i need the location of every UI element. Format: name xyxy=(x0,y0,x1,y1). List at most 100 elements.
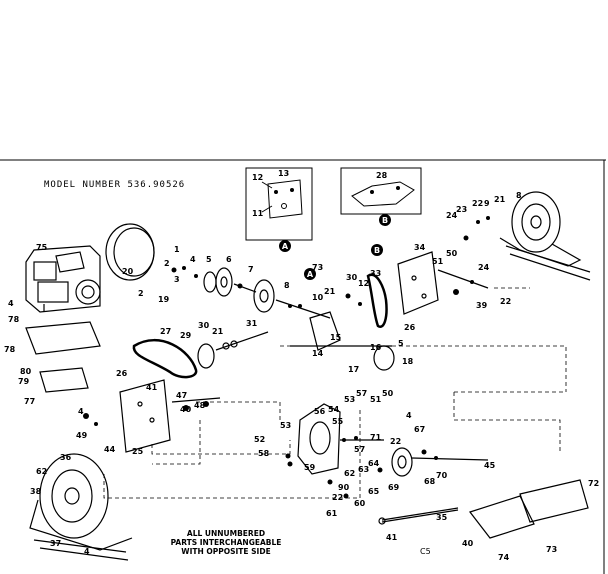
part-label: 16 xyxy=(370,343,382,352)
model-number-label: MODEL NUMBER 536.90526 xyxy=(44,180,185,190)
figure-code: C5 xyxy=(420,547,431,556)
part-label: 72 xyxy=(588,479,599,488)
part-label: 37 xyxy=(50,539,61,548)
part-label: 4 xyxy=(78,407,84,416)
part-label: 73 xyxy=(546,545,557,554)
part-label: 71 xyxy=(370,433,382,442)
part-label: 53 xyxy=(280,421,291,430)
part-label: 63 xyxy=(358,465,369,474)
engine xyxy=(25,245,101,313)
part-label: 18 xyxy=(402,357,414,366)
part-label: 90 xyxy=(338,483,350,492)
part-label: 30 xyxy=(198,321,210,330)
part-label: 53 xyxy=(344,395,355,404)
part-label: 40 xyxy=(180,405,192,414)
part-label: 33 xyxy=(370,269,381,278)
part-label: 22 xyxy=(500,297,511,306)
part-label: 22 xyxy=(472,199,483,208)
part-label: 21 xyxy=(324,287,336,296)
part-label: 5 xyxy=(398,339,404,348)
assembly-guide-lines xyxy=(103,287,567,499)
part-label: 19 xyxy=(158,295,170,304)
callout-b-tag: B xyxy=(371,244,383,256)
note-line: WITH OPPOSITE SIDE xyxy=(181,547,270,556)
part-label: 15 xyxy=(330,333,342,342)
part-label: 38 xyxy=(30,487,42,496)
note-line: PARTS INTERCHANGEABLE xyxy=(171,538,282,547)
left-transmission-plate xyxy=(119,379,221,453)
inset-a-tag: A xyxy=(279,240,291,252)
part-label: 22 xyxy=(390,437,401,446)
svg-text:A: A xyxy=(282,242,289,251)
part-label: 27 xyxy=(160,327,171,336)
callout-a-tag: A xyxy=(304,268,316,280)
part-label: 41 xyxy=(146,383,158,392)
part-label: 8 xyxy=(284,281,290,290)
part-label: 24 xyxy=(478,263,490,272)
inset-b-tag: B xyxy=(379,214,391,226)
part-label: 41 xyxy=(386,533,398,542)
svg-text:A: A xyxy=(307,270,314,279)
part-label: 68 xyxy=(424,477,436,486)
part-label: 62 xyxy=(344,469,355,478)
part-label: 65 xyxy=(368,487,380,496)
part-label: 3 xyxy=(174,275,180,284)
part-label: 36 xyxy=(60,453,72,462)
part-label: 57 xyxy=(356,389,367,398)
part-label: 11 xyxy=(252,209,264,218)
hardware-fasteners xyxy=(83,216,490,499)
part-label: 54 xyxy=(328,405,340,414)
part-label: 44 xyxy=(104,445,116,454)
part-label: 34 xyxy=(414,243,426,252)
part-label: 49 xyxy=(76,431,88,440)
inset-a-box xyxy=(245,167,313,241)
left-plates xyxy=(25,321,101,393)
part-label: 14 xyxy=(312,349,324,358)
part-label: 51 xyxy=(370,395,382,404)
part-label: 21 xyxy=(494,195,506,204)
upper-right-wheel xyxy=(499,191,591,281)
part-label: 50 xyxy=(382,389,394,398)
part-label: 45 xyxy=(484,461,496,470)
part-label: 25 xyxy=(132,447,144,456)
part-label: 64 xyxy=(368,459,380,468)
part-label: 75 xyxy=(36,243,48,252)
svg-text:B: B xyxy=(374,246,380,255)
interchangeable-parts-note: ALL UNNUMBERED PARTS INTERCHANGEABLE WIT… xyxy=(171,529,282,556)
part-label: 50 xyxy=(446,249,458,258)
part-label: 17 xyxy=(348,365,359,374)
part-label: 51 xyxy=(432,257,444,266)
lower-left-wheel xyxy=(29,453,133,561)
part-label: 4 xyxy=(406,411,412,420)
part-label: 80 xyxy=(20,367,32,376)
part-label: 6 xyxy=(226,255,232,264)
part-label: 22 xyxy=(332,493,343,502)
part-label: 12 xyxy=(358,279,369,288)
part-label: 78 xyxy=(8,315,20,324)
part-label: 10 xyxy=(312,293,324,302)
part-number-labels: 12 13 11 28 8 24 23 22 9 21 75 1 2 3 4 5… xyxy=(4,169,599,562)
part-label: 39 xyxy=(476,301,488,310)
right-frame-plate xyxy=(397,251,489,315)
part-label: 24 xyxy=(446,211,458,220)
part-label: 48 xyxy=(194,401,206,410)
part-label: 30 xyxy=(346,273,358,282)
part-label: 13 xyxy=(278,169,289,178)
part-label: 7 xyxy=(248,265,254,274)
gearbox xyxy=(297,403,489,477)
part-label: 4 xyxy=(8,299,14,308)
part-label: 21 xyxy=(212,327,224,336)
note-line: ALL UNNUMBERED xyxy=(187,529,265,538)
part-label: 12 xyxy=(252,173,263,182)
part-label: 78 xyxy=(4,345,16,354)
part-label: 28 xyxy=(376,171,388,180)
part-label: 59 xyxy=(304,463,316,472)
part-label: 20 xyxy=(122,267,134,276)
part-label: 62 xyxy=(36,467,47,476)
part-label: 67 xyxy=(414,425,425,434)
center-bracket xyxy=(290,311,395,371)
drive-disc xyxy=(105,223,155,281)
part-label: 29 xyxy=(180,331,192,340)
